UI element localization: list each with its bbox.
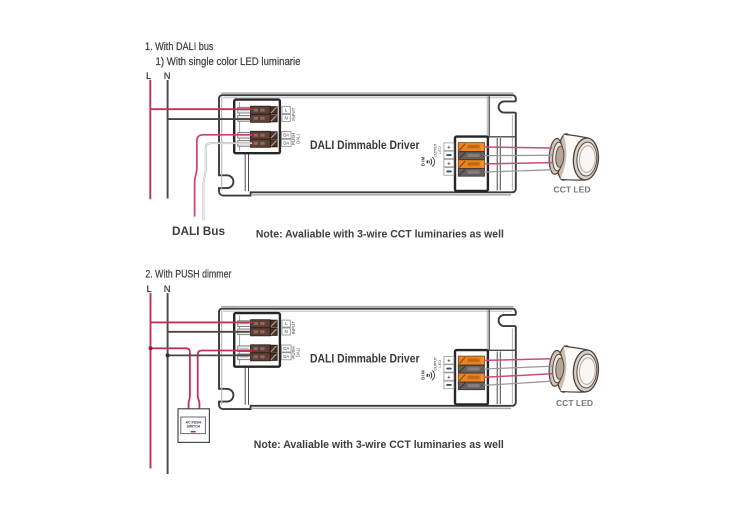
svg-text:2. With PUSH dimmer: 2. With PUSH dimmer (145, 269, 231, 281)
svg-text:Note: Avaliable with 3-wire CC: Note: Avaliable with 3-wire CCT luminari… (256, 229, 504, 241)
svg-text:1) With single color LED lumi: 1) With single color LED luminarie (156, 56, 301, 68)
svg-text:N: N (164, 283, 171, 294)
svg-text:Note: Avaliable with 3-wire CC: Note: Avaliable with 3-wire CCT luminari… (254, 439, 504, 451)
svg-text:CCT LED: CCT LED (554, 184, 591, 194)
svg-text:CCT LED: CCT LED (556, 398, 593, 408)
svg-text:SWITCH: SWITCH (187, 425, 201, 429)
svg-text:1. With DALI bus: 1. With DALI bus (145, 41, 214, 53)
svg-text:N: N (164, 70, 171, 81)
svg-text:L: L (146, 70, 151, 81)
svg-text:DALI Bus: DALI Bus (172, 225, 225, 238)
svg-text:L: L (147, 283, 152, 294)
